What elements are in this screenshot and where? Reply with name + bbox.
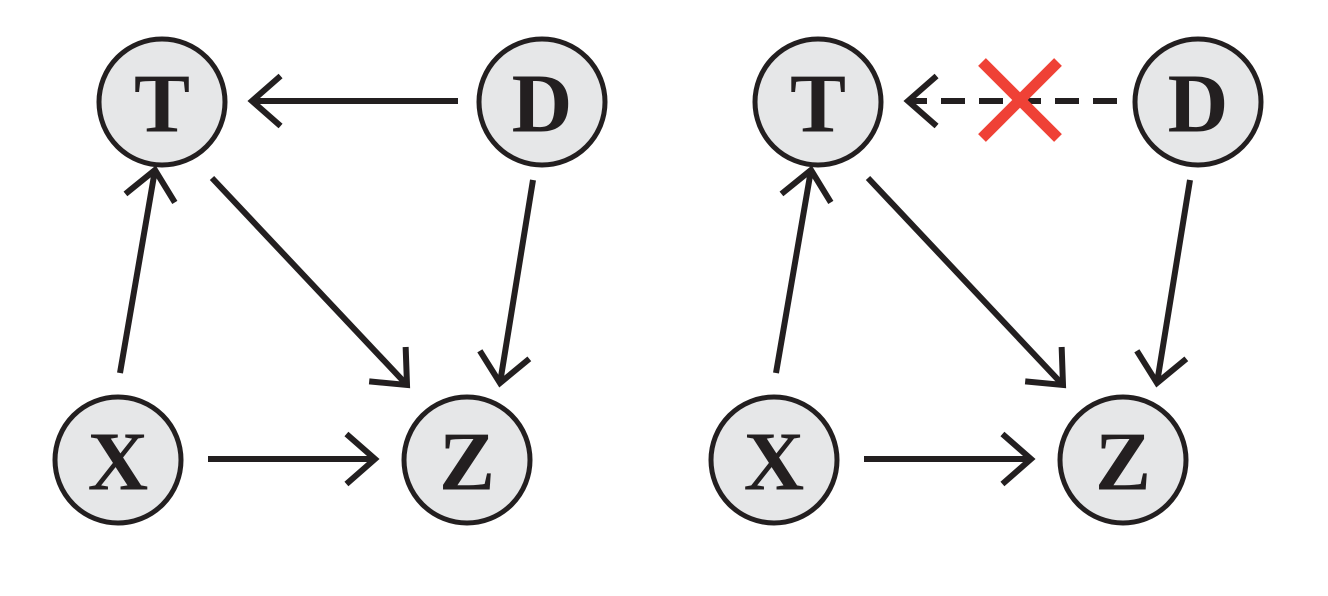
edge-x-to-t xyxy=(773,165,834,374)
edge-line xyxy=(773,169,814,374)
edge-x-to-z xyxy=(864,431,1036,487)
node-circle xyxy=(52,394,184,526)
node-label: T xyxy=(134,58,190,151)
edge-d-to-z xyxy=(477,179,536,388)
node-circle xyxy=(476,36,608,168)
node-z: Z xyxy=(1057,394,1189,526)
arrowhead-icon xyxy=(1134,349,1189,388)
edge-x-to-t xyxy=(117,165,178,374)
node-label: Z xyxy=(439,416,495,509)
arrowhead-icon xyxy=(344,431,380,487)
node-d: D xyxy=(476,36,608,168)
arrowhead-icon xyxy=(779,165,834,204)
node-label: Z xyxy=(1095,416,1151,509)
arrowhead-icon xyxy=(903,73,939,129)
node-x: X xyxy=(52,394,184,526)
edge-t-to-z xyxy=(209,175,411,389)
edge-x-to-z xyxy=(208,431,380,487)
arrowhead-icon xyxy=(477,349,532,388)
node-circle xyxy=(401,394,533,526)
node-d: D xyxy=(1132,36,1264,168)
node-t: T xyxy=(752,36,884,168)
node-circle xyxy=(752,36,884,168)
edge-d-to-t xyxy=(903,73,1117,129)
edge-line xyxy=(497,179,536,384)
arrowhead-icon xyxy=(247,73,283,129)
right-diagram: T D X Z xyxy=(708,36,1264,526)
node-z: Z xyxy=(401,394,533,526)
edge-line xyxy=(209,175,410,388)
node-label: D xyxy=(1168,58,1229,151)
node-circle xyxy=(1132,36,1264,168)
arrowhead-icon xyxy=(368,346,411,389)
edge-line xyxy=(865,175,1066,388)
arrowhead-icon xyxy=(123,165,178,204)
node-label: X xyxy=(744,416,805,509)
arrowhead-icon xyxy=(1024,346,1067,389)
node-t: T xyxy=(96,36,228,168)
edge-d-to-t xyxy=(247,73,458,129)
node-circle xyxy=(1057,394,1189,526)
node-label: D xyxy=(512,58,573,151)
edge-line xyxy=(1154,179,1193,384)
removed-edge-cross-icon xyxy=(978,58,1062,142)
left-diagram: T D X Z xyxy=(52,36,608,526)
edge-d-to-z xyxy=(1134,179,1193,388)
edge-line xyxy=(117,169,158,374)
node-circle xyxy=(96,36,228,168)
node-circle xyxy=(708,394,840,526)
edge-t-to-z xyxy=(865,175,1067,389)
node-label: X xyxy=(88,416,149,509)
node-x: X xyxy=(708,394,840,526)
node-label: T xyxy=(790,58,846,151)
cross-stroke xyxy=(978,58,1062,142)
arrowhead-icon xyxy=(1000,431,1036,487)
